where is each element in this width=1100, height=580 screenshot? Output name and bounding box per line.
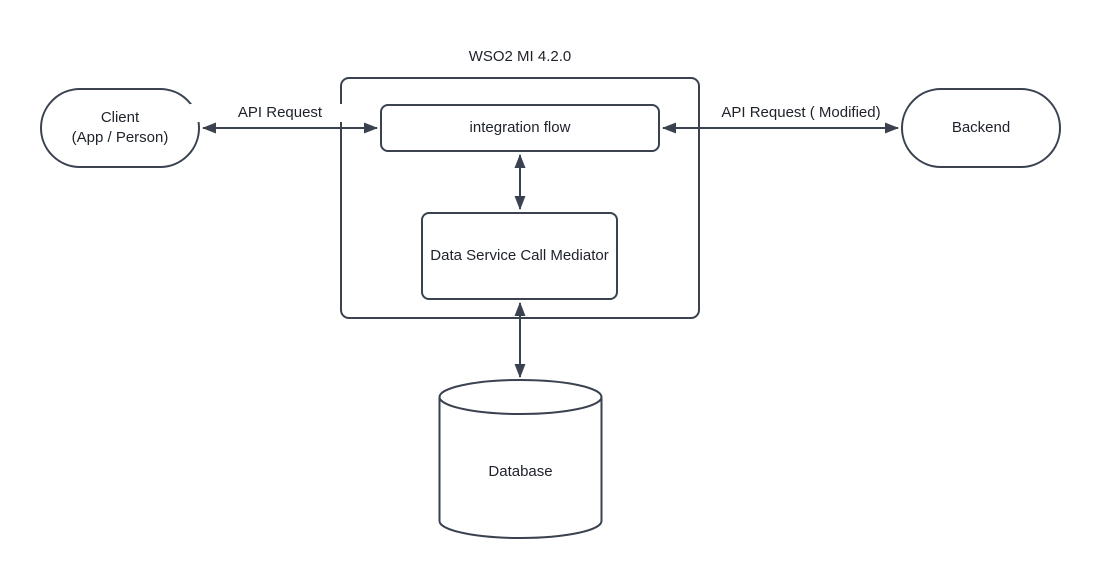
integration-flow-label: integration flow xyxy=(469,118,571,136)
api-request-label: API Request xyxy=(190,104,370,122)
backend-label: Backend xyxy=(951,118,1011,136)
data-service-call-mediator-node: Data Service Call Mediator xyxy=(421,212,618,300)
backend-node: Backend xyxy=(901,88,1061,168)
wso2-mi-title: WSO2 MI 4.2.0 xyxy=(468,48,572,65)
api-request-modified-label: API Request ( Modified) xyxy=(701,104,901,122)
integration-flow-node: integration flow xyxy=(380,104,660,152)
client-node: Client (App / Person) xyxy=(40,88,200,168)
client-label-line1: Client xyxy=(100,108,140,126)
data-service-call-mediator-label: Data Service Call Mediator xyxy=(430,246,609,264)
database-cylinder-top xyxy=(438,379,603,415)
client-label-line2: (App / Person) xyxy=(71,129,169,146)
database-label: Database xyxy=(488,463,553,480)
